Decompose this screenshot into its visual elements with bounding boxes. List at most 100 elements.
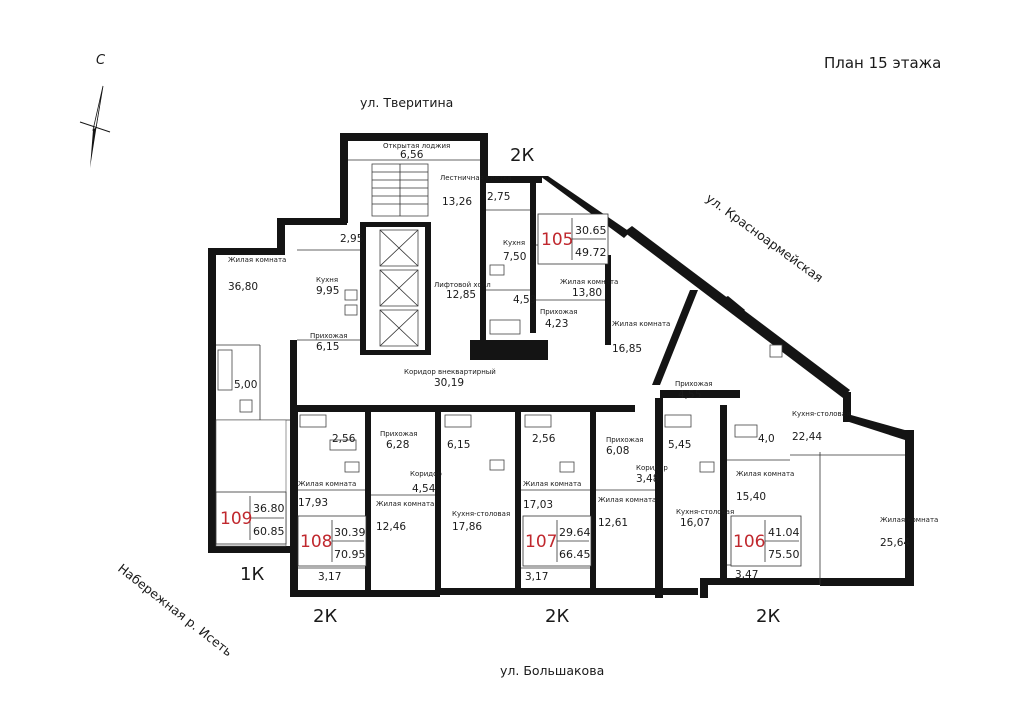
plan-title: План 15 этажа <box>824 54 941 72</box>
svg-text:Прихожая: Прихожая <box>380 430 418 438</box>
svg-text:Кухня-столовая: Кухня-столовая <box>452 510 510 518</box>
room-kitchen-106b: Кухня-столовая 22,44 <box>792 410 850 443</box>
room-living-107b: Жилая комната 12,61 <box>598 496 656 529</box>
svg-text:30.39: 30.39 <box>334 526 366 539</box>
apt-type-108: 2К <box>313 606 337 627</box>
svg-text:29.64: 29.64 <box>559 526 591 539</box>
room-living-105: Жилая комната 13,80 <box>560 278 618 299</box>
svg-text:Жилая комната: Жилая комната <box>598 496 656 504</box>
room-corridor-107: Коридор 3,48 <box>636 464 668 485</box>
room-hall-107b: Прихожая 6,08 <box>606 436 644 457</box>
apartment-badge-105: 105 30.65 49.72 <box>537 213 609 265</box>
room-bath-107: 2,56 <box>532 433 556 445</box>
room-living-far-east: Жилая комната 25,64 <box>880 516 938 549</box>
svg-text:6,56: 6,56 <box>400 149 424 161</box>
room-balcony-107: 3,17 <box>525 571 548 583</box>
svg-text:Жилая комната: Жилая комната <box>298 480 356 488</box>
apartment-badge-106: 106 41.04 75.50 <box>730 515 802 567</box>
street-tveritina: ул. Тверитина <box>360 95 453 110</box>
apartment-badge-108: 108 30.39 70.95 <box>297 515 367 567</box>
room-bath-106: 4,0 <box>758 433 775 445</box>
room-hall-108: Прихожая 6,28 <box>380 430 418 451</box>
svg-text:41.04: 41.04 <box>768 526 800 539</box>
room-109-bath: 5,00 <box>234 379 257 391</box>
svg-text:12,85: 12,85 <box>446 289 476 301</box>
svg-text:60.85: 60.85 <box>253 525 285 538</box>
room-open-loggia: Открытая лоджия 6,56 <box>383 142 450 161</box>
svg-text:Жилая комната: Жилая комната <box>736 470 794 478</box>
room-common-corridor: Коридор внеквартирный 30,19 <box>404 368 496 389</box>
street-naberezhnaya: Набережная р. Исеть <box>115 561 235 660</box>
svg-text:36,80: 36,80 <box>228 281 258 293</box>
svg-text:7,50: 7,50 <box>503 251 526 263</box>
room-kitchen-a: Кухня 9,95 <box>316 276 339 297</box>
svg-text:6,08: 6,08 <box>606 445 629 457</box>
svg-text:105: 105 <box>541 230 573 250</box>
room-wc-105: 4,59 <box>513 294 536 306</box>
compass-north-label: С <box>96 53 106 68</box>
room-living-106: Жилая комната 15,40 <box>736 470 794 503</box>
svg-text:9,95: 9,95 <box>316 285 339 297</box>
room-hall-105: Прихожая 4,23 <box>540 308 578 330</box>
apt-type-106: 2К <box>756 606 780 627</box>
svg-text:22,44: 22,44 <box>792 431 822 443</box>
apt-type-105: 2К <box>510 145 534 166</box>
svg-text:13,80: 13,80 <box>572 287 602 299</box>
svg-text:107: 107 <box>525 532 557 552</box>
svg-text:6,15: 6,15 <box>316 341 339 353</box>
room-living-108: Жилая комната 17,93 <box>298 480 356 509</box>
staircase <box>371 163 429 217</box>
room-bath-a: 2,95 <box>340 233 363 245</box>
apt-type-107: 2К <box>545 606 569 627</box>
apt-type-109: 1К <box>240 564 264 585</box>
svg-text:15,40: 15,40 <box>736 491 766 503</box>
room-labels: Открытая лоджия 6,56 Лестничная клетка 1… <box>228 142 938 583</box>
room-living-b: Жилая комната 16,85 <box>612 320 670 355</box>
svg-text:75.50: 75.50 <box>768 548 800 561</box>
svg-text:30,19: 30,19 <box>434 377 464 389</box>
svg-text:Коридор: Коридор <box>410 470 442 478</box>
svg-text:36.80: 36.80 <box>253 502 285 515</box>
room-kitchen-107: Кухня-столовая 17,86 <box>452 510 510 533</box>
room-hall-106b: Прихожая 4,55 <box>675 380 713 401</box>
room-kitchen-106: Кухня-столовая 16,07 <box>676 508 734 529</box>
svg-text:Коридор: Коридор <box>636 464 668 472</box>
svg-text:4,54: 4,54 <box>412 483 436 495</box>
svg-text:Прихожая: Прихожая <box>606 436 644 444</box>
svg-text:12,61: 12,61 <box>598 517 628 529</box>
svg-text:Жилая комната: Жилая комната <box>376 500 434 508</box>
svg-text:17,93: 17,93 <box>298 497 328 509</box>
svg-text:Лестничная клетка: Лестничная клетка <box>440 174 512 182</box>
svg-text:4,23: 4,23 <box>545 318 568 330</box>
room-kitchen-105: Кухня 7,50 <box>503 239 526 263</box>
svg-text:106: 106 <box>733 532 765 552</box>
svg-text:66.45: 66.45 <box>559 548 591 561</box>
svg-text:Коридор внеквартирный: Коридор внеквартирный <box>404 368 496 376</box>
room-living-107: Жилая комната 17,03 <box>523 480 581 511</box>
room-109-living: Жилая комната 36,80 <box>228 256 286 293</box>
street-krasnoarmeyskaya: ул. Красноармейская <box>703 190 826 285</box>
svg-text:Жилая комната: Жилая комната <box>560 278 618 286</box>
svg-text:Лифтовой холл: Лифтовой холл <box>434 281 491 289</box>
svg-text:30.65: 30.65 <box>575 224 607 237</box>
svg-text:Кухня-столовая: Кухня-столовая <box>676 508 734 516</box>
fixtures <box>217 264 783 473</box>
svg-text:Жилая комната: Жилая комната <box>612 320 670 328</box>
svg-text:49.72: 49.72 <box>575 246 607 259</box>
svg-text:16,85: 16,85 <box>612 343 642 355</box>
building-walls <box>208 133 914 598</box>
svg-text:Прихожая: Прихожая <box>540 308 578 316</box>
svg-text:Открытая лоджия: Открытая лоджия <box>383 142 450 150</box>
svg-text:Жилая комната: Жилая комната <box>228 256 286 264</box>
svg-text:Кухня: Кухня <box>316 276 338 284</box>
room-bath-108: 2,56 <box>332 433 356 445</box>
room-living-108b: Жилая комната 12,46 <box>376 500 434 533</box>
svg-text:70.95: 70.95 <box>334 548 366 561</box>
svg-text:12,46: 12,46 <box>376 521 406 533</box>
svg-text:Прихожая: Прихожая <box>310 332 348 340</box>
room-hall-107: 6,15 <box>447 439 470 451</box>
svg-text:4,55: 4,55 <box>678 389 701 401</box>
svg-text:6,28: 6,28 <box>386 439 409 451</box>
room-hall-106: 5,45 <box>668 439 691 451</box>
apartment-badge-109: 109 36.80 60.85 <box>215 491 287 545</box>
